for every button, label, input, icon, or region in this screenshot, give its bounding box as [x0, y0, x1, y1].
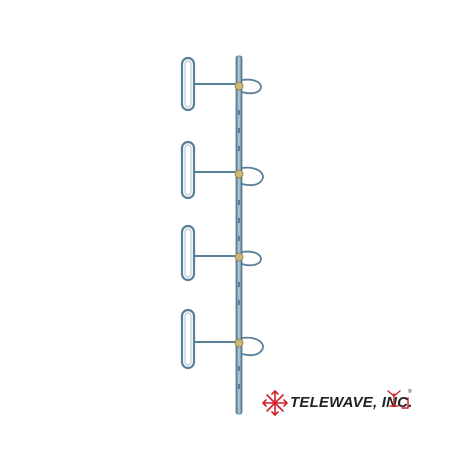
svg-text:®: ® — [408, 388, 412, 395]
dipole-element-2 — [180, 140, 264, 200]
telewave-logo: TELEWAVE, INC. ® — [262, 388, 422, 424]
brand-name: TELEWAVE, INC. — [290, 394, 413, 411]
dipole-element-1 — [180, 56, 262, 112]
dipole-element-3 — [180, 224, 262, 282]
antenna-tm-icon: ® — [387, 388, 412, 409]
mast — [235, 55, 243, 415]
mast-holes — [238, 110, 240, 389]
telewave-star-icon — [262, 390, 288, 416]
dipole-element-4 — [180, 308, 264, 370]
